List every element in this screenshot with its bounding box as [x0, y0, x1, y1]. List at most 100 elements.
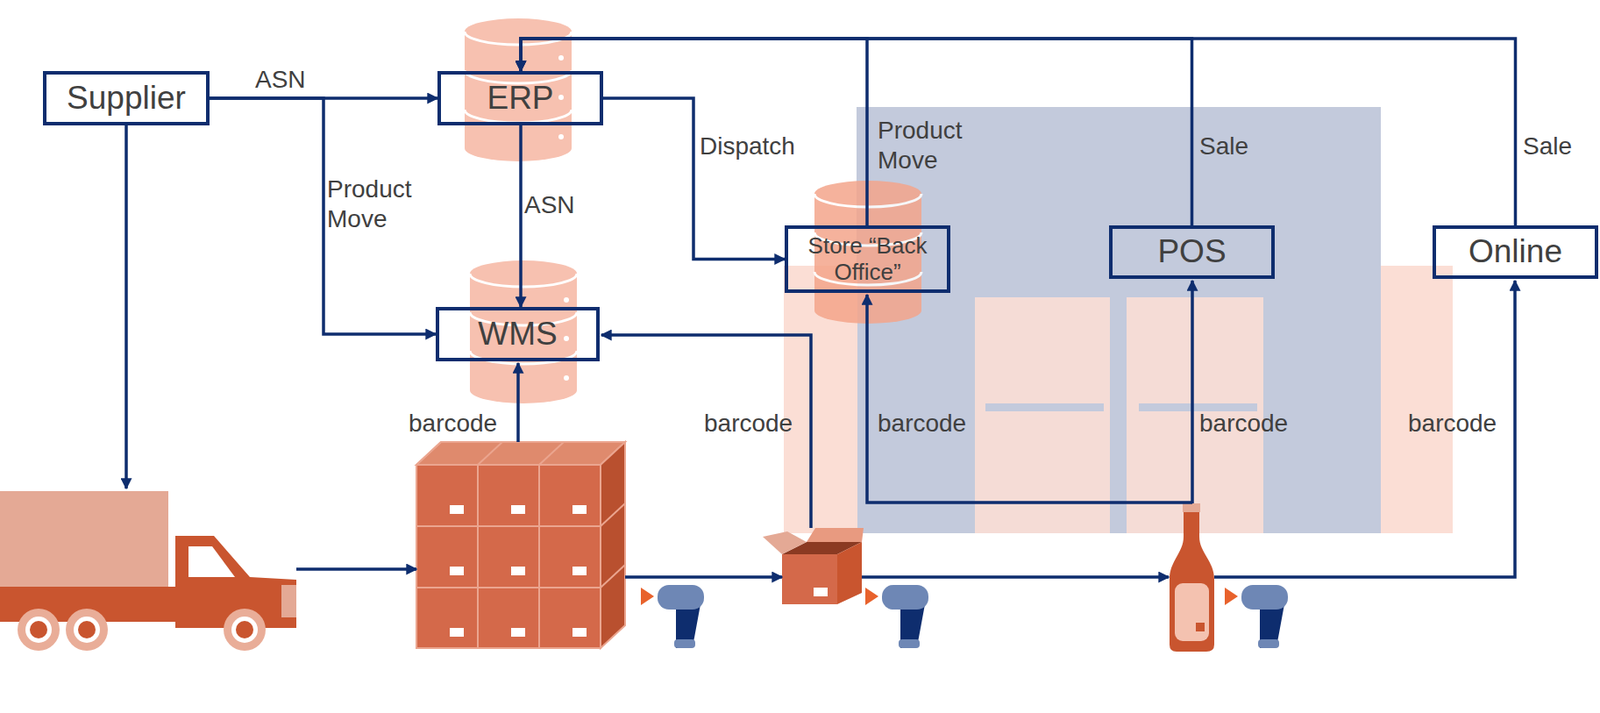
- barcode-label: barcode: [877, 408, 967, 439]
- pallet-edge: [416, 441, 441, 465]
- store-panel: [1380, 265, 1453, 534]
- truck-cargo: [0, 490, 169, 587]
- cylinder-body: [464, 18, 572, 162]
- connector: [603, 98, 785, 260]
- pallet-edge: [477, 441, 503, 465]
- barcode-wire: [1190, 280, 1195, 504]
- truck: [0, 490, 297, 651]
- system-box: WMS: [435, 306, 600, 362]
- edge-label: ASN: [255, 64, 361, 95]
- node-label: POS: [1153, 233, 1230, 271]
- barcode-wire: [867, 294, 1193, 503]
- barcode-label: barcode: [1408, 408, 1497, 439]
- bottle-code: [1195, 622, 1205, 632]
- goods-flow: [296, 567, 417, 571]
- connector: [209, 96, 438, 100]
- barcode-sticker: [572, 504, 587, 514]
- barcode-scanner: [865, 584, 929, 648]
- edge-label: Sale: [1199, 131, 1305, 162]
- connector: [209, 98, 436, 335]
- barcode-sticker: [572, 627, 587, 637]
- door-handle: [985, 403, 1104, 412]
- node-label: Online: [1464, 233, 1566, 271]
- pallet-box: [539, 464, 601, 527]
- cylinder-dot: [563, 375, 569, 381]
- truck-window: [188, 546, 235, 577]
- edge-label: Product Move: [327, 174, 433, 235]
- connector: [520, 38, 1193, 226]
- pallet-box: [416, 587, 478, 648]
- cylinder-stripes: [464, 31, 572, 123]
- truck-wheel: [235, 620, 254, 639]
- edge-label: Sale: [1522, 131, 1593, 162]
- barcode-label: barcode: [704, 408, 793, 439]
- pallet-box: [477, 464, 540, 527]
- bottle-neck: [1183, 503, 1200, 539]
- barcode-scanner: [640, 584, 704, 648]
- system-box: Online: [1432, 225, 1599, 279]
- system-box: POS: [1109, 225, 1275, 279]
- edge-label: ASN: [524, 190, 630, 221]
- system-box: Supplier: [42, 71, 210, 126]
- barcode-stickers: [449, 504, 587, 637]
- truck-wheel: [73, 616, 100, 643]
- flow-lines: [126, 125, 1515, 577]
- truck-wheel: [29, 620, 48, 639]
- cylinder-stripes: [469, 273, 577, 364]
- barcode-scanner: [1224, 584, 1288, 648]
- cylinder-dot: [563, 335, 569, 342]
- pallet-edge: [600, 564, 626, 588]
- pallet-side: [600, 441, 626, 648]
- carton-front: [782, 554, 838, 605]
- bottle-cap: [1182, 503, 1201, 512]
- barcode-wire: [601, 334, 811, 528]
- pallet-box: [416, 464, 478, 527]
- pallet-top: [416, 441, 626, 465]
- carton: [762, 527, 864, 605]
- barcode-sticker: [449, 566, 464, 576]
- pallet-box: [539, 587, 601, 648]
- system-box: Store “Back Office”: [784, 225, 951, 293]
- goods-flow: [625, 575, 783, 579]
- carton-side: [837, 541, 862, 605]
- bottle-label: [1174, 583, 1209, 641]
- database-cylinder: [469, 260, 577, 404]
- truck-wheel: [65, 608, 108, 651]
- delivery-line: [124, 125, 128, 489]
- cylinder-dot: [563, 297, 569, 303]
- edge-label: Product Move: [877, 115, 983, 176]
- truck-light: [281, 584, 297, 618]
- barcode-sticker: [572, 566, 587, 576]
- cylinder-dot: [558, 55, 564, 61]
- pallet-box: [539, 526, 601, 588]
- database-cylinder: [464, 18, 572, 162]
- node-label: ERP: [483, 79, 557, 118]
- pallet-edge: [600, 503, 626, 527]
- pallet-box: [477, 526, 540, 588]
- truck-wheel: [25, 616, 52, 643]
- bottle-body: [1169, 536, 1215, 652]
- barcode-sticker: [813, 587, 828, 597]
- barcode-label: barcode: [1199, 408, 1288, 439]
- barcode-wire: [516, 362, 520, 442]
- store-background: [856, 106, 1381, 534]
- pallet-box: [416, 526, 478, 588]
- edge-label: Dispatch: [699, 131, 840, 162]
- bottle: [1169, 503, 1215, 652]
- connector: [519, 125, 523, 307]
- connector: [520, 38, 1516, 226]
- barcode-sticker: [449, 627, 464, 637]
- truck-wheel: [231, 616, 258, 643]
- node-label: Store “Back Office”: [788, 233, 947, 286]
- barcode-sticker: [511, 504, 526, 514]
- barcode-sticker: [511, 566, 526, 576]
- goods-flow: [861, 575, 1169, 579]
- connector: [520, 38, 868, 226]
- pallet: [416, 441, 626, 648]
- barcode-sticker: [449, 504, 464, 514]
